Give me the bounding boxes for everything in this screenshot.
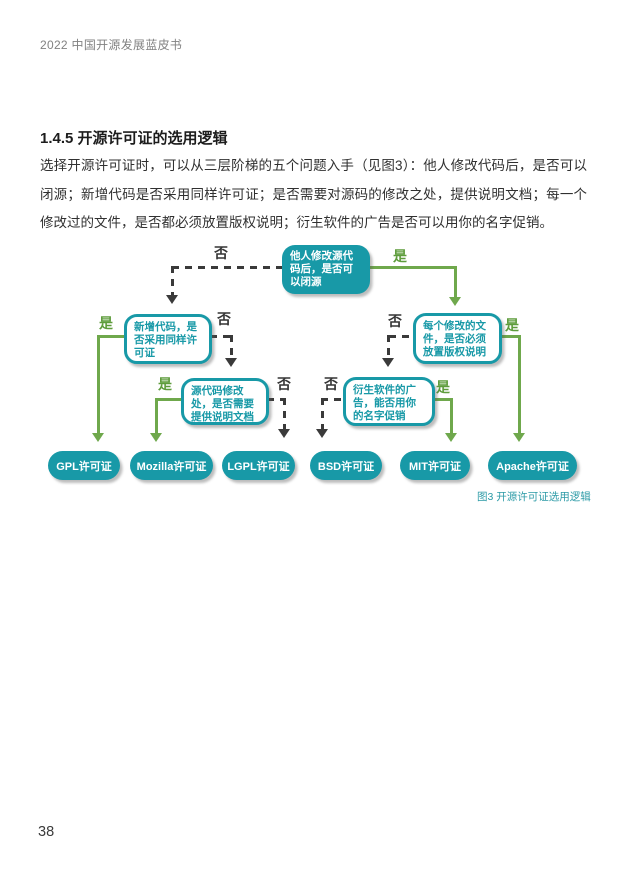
- page-number: 38: [38, 824, 55, 840]
- edge-q2-no-line-v: [230, 335, 233, 360]
- edge-q4-no-line-h: [389, 335, 413, 338]
- flow-node-close-source: 他人修改源代码后，是否可以闭源: [282, 245, 370, 294]
- edge-q5-no-arrowhead: [316, 429, 328, 438]
- edge-q2-yes-line-h: [97, 335, 124, 338]
- license-pill-gpl: GPL许可证: [48, 451, 120, 480]
- edge-root-no-line-v: [171, 266, 174, 297]
- edge-q3-yes-line-h: [155, 398, 182, 401]
- edge-q4-no-line-v: [387, 335, 390, 360]
- figure-caption: 图3 开源许可证选用逻辑: [477, 491, 591, 503]
- edge-q5-yes-arrowhead: [445, 433, 457, 442]
- running-header: 2022 中国开源发展蓝皮书: [40, 38, 183, 52]
- section-heading: 1.4.5 开源许可证的选用逻辑: [40, 130, 228, 147]
- edge-q3-no-line-h: [267, 398, 286, 401]
- edge-label-q4-no: 否: [388, 313, 402, 329]
- edge-label-root-yes: 是: [393, 248, 407, 264]
- flow-node-copyright-notice: 每个修改的文件，是否必须放置版权说明: [413, 313, 502, 364]
- edge-q5-yes-line-h: [433, 398, 453, 401]
- license-pill-bsd: BSD许可证: [310, 451, 382, 480]
- edge-q3-yes-arrowhead: [150, 433, 162, 442]
- license-flowchart: 否 是 是 否 是 否 否 是: [0, 235, 623, 510]
- license-pill-mozilla: Mozilla许可证: [130, 451, 213, 480]
- license-pill-apache: Apache许可证: [488, 451, 577, 480]
- edge-q4-yes-line-v: [518, 335, 521, 435]
- edge-q3-yes-line-v: [155, 398, 158, 435]
- flow-node-name-promotion: 衍生软件的广告，能否用你的名字促销: [343, 377, 435, 426]
- edge-q4-no-arrowhead: [382, 358, 394, 367]
- edge-label-q2-no: 否: [217, 311, 231, 327]
- flow-node-change-docs: 源代码修改处，是否需要提供说明文档: [181, 378, 269, 425]
- edge-label-q3-no: 否: [277, 376, 291, 392]
- edge-root-yes-arrowhead: [449, 297, 461, 306]
- edge-label-q5-yes: 是: [436, 379, 450, 395]
- license-pill-mit: MIT许可证: [400, 451, 470, 480]
- edge-label-root-no: 否: [214, 245, 228, 261]
- edge-q5-no-line-h: [321, 398, 343, 401]
- edge-root-yes-line-h: [367, 266, 457, 269]
- edge-label-q2-yes: 是: [99, 315, 113, 331]
- license-pill-lgpl: LGPL许可证: [222, 451, 295, 480]
- edge-label-q4-yes: 是: [505, 317, 519, 333]
- edge-q2-yes-line-v: [97, 335, 100, 435]
- flow-node-same-license: 新增代码，是否采用同样许可证: [124, 314, 212, 364]
- edge-q3-no-line-v: [283, 398, 286, 431]
- edge-root-yes-line-v: [454, 266, 457, 299]
- edge-q5-no-line-v: [321, 398, 324, 431]
- edge-root-no-line-h: [172, 266, 282, 269]
- edge-q4-yes-line-h: [500, 335, 521, 338]
- edge-label-q5-no: 否: [324, 376, 338, 392]
- edge-q2-no-arrowhead: [225, 358, 237, 367]
- edge-q2-yes-arrowhead: [92, 433, 104, 442]
- edge-label-q3-yes: 是: [158, 376, 172, 392]
- edge-q3-no-arrowhead: [278, 429, 290, 438]
- edge-q2-no-line-h: [210, 335, 233, 338]
- edge-root-no-arrowhead: [166, 295, 178, 304]
- edge-q5-yes-line-v: [450, 398, 453, 435]
- body-paragraph: 选择开源许可证时，可以从三层阶梯的五个问题入手（见图3）：他人修改代码后，是否可…: [40, 158, 587, 230]
- edge-q4-yes-arrowhead: [513, 433, 525, 442]
